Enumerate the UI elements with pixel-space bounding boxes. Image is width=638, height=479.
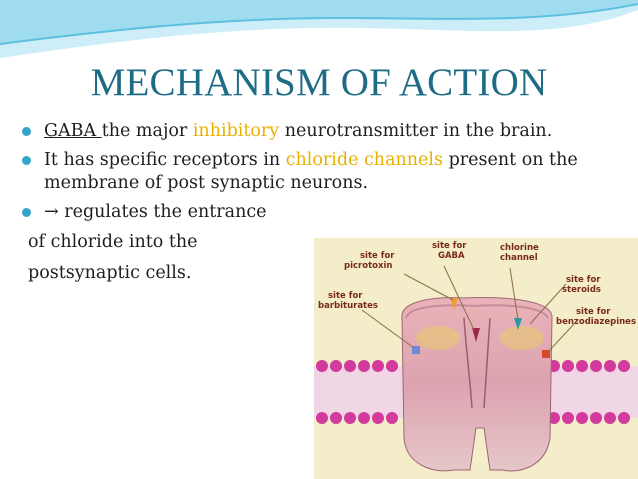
bullet-dot-icon: [22, 208, 31, 217]
bullet-text: the major: [101, 121, 193, 141]
highlight-inhibitory: inhibitory: [192, 121, 280, 141]
bullet-receptors: It has specific receptors in chloride ch…: [20, 149, 620, 195]
header-wave-decoration: [0, 0, 638, 58]
bullet-text: → regulates the entrance: [44, 202, 267, 222]
receptor-body: [401, 297, 553, 472]
gaba-site-marker: [472, 328, 480, 342]
bullet-dot-icon: [22, 156, 31, 165]
bullet-text: neurotransmitter in the brain.: [279, 121, 553, 141]
bullet-regulates: → regulates the entrance: [20, 201, 620, 224]
bullet-dot-icon: [22, 127, 31, 136]
barbiturate-site-marker: [412, 346, 420, 354]
bullet-text: present on the membrane of post synaptic…: [44, 150, 578, 193]
bullet-text: It has specific receptors in: [44, 150, 286, 170]
slide-title: MECHANISM OF ACTION: [90, 61, 548, 104]
bullet-gaba: GABA the major inhibitory neurotransmitt…: [20, 120, 620, 143]
chlorine-channel-marker: [514, 318, 522, 330]
continuation-line-1: of chloride into the: [28, 232, 198, 252]
highlight-chloride-channels: chloride channels: [285, 150, 443, 170]
gaba-term: GABA: [44, 121, 102, 141]
continuation-line-2: postsynaptic cells.: [28, 263, 192, 283]
label-pointer-lines: [361, 265, 575, 353]
benzodiazepine-site-marker: [542, 350, 550, 358]
bullet-list: GABA the major inhibitory neurotransmitt…: [20, 120, 620, 285]
picrotoxin-site-marker: [450, 298, 458, 310]
